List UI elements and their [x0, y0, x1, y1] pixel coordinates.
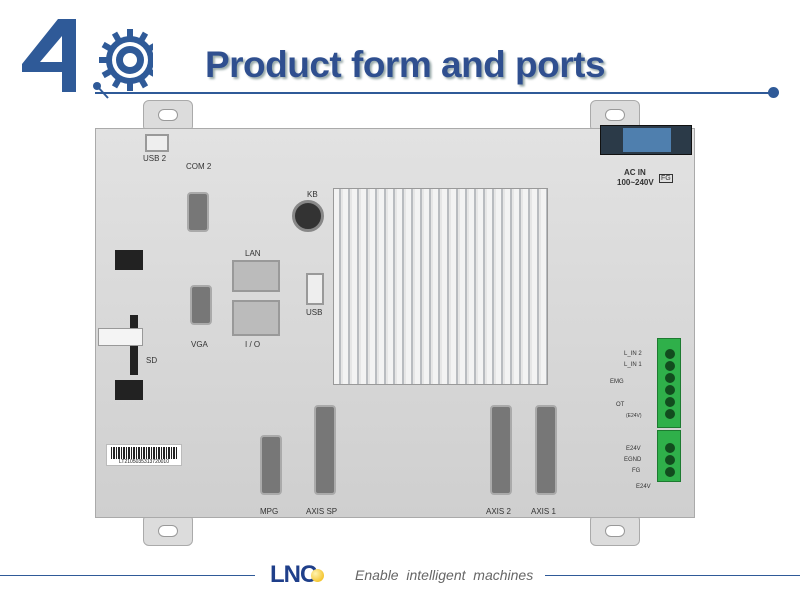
com2-label: COM 2 — [186, 162, 212, 171]
industry-4-logo — [18, 14, 161, 99]
fg-label: FG — [659, 174, 673, 183]
ot-label: OT — [616, 402, 625, 408]
footer-line-left — [0, 575, 255, 576]
mounting-tab — [143, 514, 193, 546]
clip — [115, 250, 143, 270]
axis2-label: AXIS 2 — [486, 507, 511, 516]
axis1-port — [535, 405, 557, 495]
kb-port — [292, 200, 324, 232]
e24v-led-label: E24V — [636, 484, 651, 490]
e24v-paren-label: (E24V) — [626, 413, 642, 419]
l-in2-label: L_IN 2 — [624, 351, 642, 357]
e24v-label: E24V — [626, 446, 641, 452]
lnc-logo: LNC — [270, 561, 324, 589]
io-terminal-connector — [657, 338, 681, 428]
l-in1-label: L_IN 1 — [624, 362, 642, 368]
emg-label: EMG — [610, 379, 624, 385]
lan-label: LAN — [245, 249, 261, 258]
mpg-label: MPG — [260, 507, 279, 516]
heat-sink — [333, 188, 548, 385]
usb-label: USB — [306, 308, 323, 317]
io-label: I / O — [245, 340, 261, 349]
fg-io-label: FG — [632, 468, 641, 474]
ac-terminal-block — [600, 125, 692, 155]
voltage-label: 100~240V — [617, 178, 654, 187]
vga-label: VGA — [191, 340, 208, 349]
kb-label: KB — [307, 190, 318, 199]
sd-latch — [98, 328, 143, 346]
clip — [115, 380, 143, 400]
mounting-tab — [590, 514, 640, 546]
barcode-label: LT2105035313720010 — [106, 444, 182, 466]
mpg-port — [260, 435, 282, 495]
usb-port — [306, 273, 324, 305]
axis-sp-port — [314, 405, 336, 495]
footer-line-right — [545, 575, 800, 576]
sd-label: SD — [146, 356, 158, 365]
power-terminal-connector — [657, 430, 681, 482]
title-underline-dot — [768, 87, 779, 98]
usb2-label: USB 2 — [143, 154, 167, 163]
ac-in-label: AC IN — [624, 168, 646, 177]
barcode-number: LT2105035313720010 — [119, 459, 169, 465]
footer-tagline: Enable intelligent machines — [355, 567, 534, 583]
vga-port — [190, 285, 212, 325]
axis-sp-label: AXIS SP — [306, 507, 338, 516]
title-underline — [95, 92, 775, 94]
egnd-label: EGND — [624, 457, 642, 463]
com2-port — [187, 192, 209, 232]
axis1-label: AXIS 1 — [531, 507, 556, 516]
page-title: Product form and ports — [204, 44, 606, 85]
io-port — [232, 300, 280, 336]
usb2-port — [145, 134, 169, 152]
mounting-tab — [143, 100, 193, 132]
lan-port — [232, 260, 280, 292]
axis2-port — [490, 405, 512, 495]
